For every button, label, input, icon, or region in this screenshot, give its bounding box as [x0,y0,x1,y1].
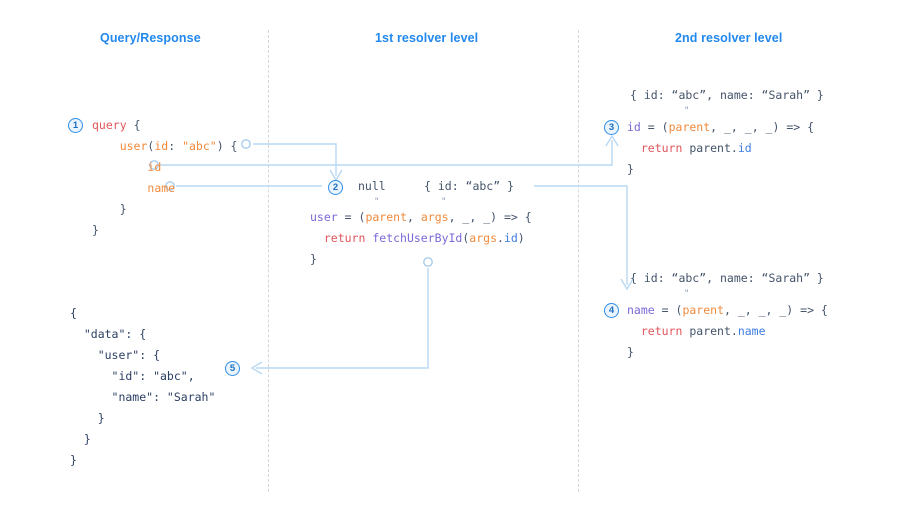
step-badge-5[interactable]: 5 [225,361,240,376]
column-header-second-resolver-level: 2nd resolver level [675,31,783,45]
step-badge-3[interactable]: 3 [604,120,619,135]
user-resolver-code-block: user = (parent, args, _, _) => { return … [310,210,532,266]
id-resolver-code-block: id = (parent, _, _, _) => { return paren… [627,120,815,176]
user-resolver-parent-value: null [358,179,386,193]
wire-args-to-name-resolver [534,185,628,285]
ditto-user-parent: " [374,197,380,207]
arrowhead-into-user-resolver [329,169,343,182]
column-divider-left [268,30,269,492]
ditto-id-parent: " [684,106,690,116]
step-badge-1[interactable]: 1 [68,118,83,133]
query-code-block: query { user(id: "abc") { id name } } [92,118,238,237]
column-divider-right [578,30,579,492]
step-badge-4[interactable]: 4 [604,303,619,318]
knob-user-field [241,139,251,149]
arrowhead-into-response [250,361,263,375]
ditto-name-parent: " [684,289,690,299]
name-resolver-code-block: name = (parent, _, _, _) => { return par… [627,303,828,359]
user-resolver-args-value: { id: “abc” } [424,179,515,193]
step-badge-2[interactable]: 2 [328,180,343,195]
wire-resolver-to-response [256,268,429,369]
arrowhead-into-id-resolver [605,134,619,147]
name-resolver-parent-value: { id: “abc”, name: “Sarah” } [630,271,824,285]
wire-user-to-resolver [253,143,337,176]
column-header-query-response: Query/Response [100,31,201,45]
response-json-block: { "data": { "user": { "id": "abc", "name… [70,306,216,467]
id-resolver-parent-value: { id: “abc”, name: “Sarah” } [630,88,824,102]
ditto-user-args: " [441,197,447,207]
column-header-first-resolver-level: 1st resolver level [375,31,479,45]
